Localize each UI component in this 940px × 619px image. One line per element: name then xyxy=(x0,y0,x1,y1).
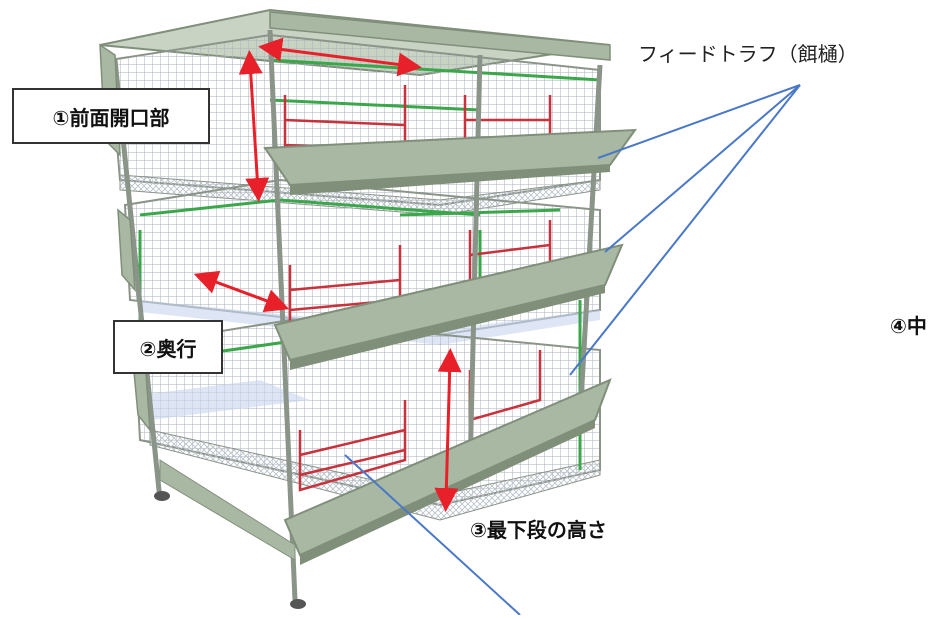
bottom-height-label: ③最下段の高さ xyxy=(470,518,607,542)
feed-trough-label: フィードトラフ（餌樋） xyxy=(638,42,858,66)
dimension-arrows xyxy=(193,37,462,512)
leader-lines xyxy=(344,84,801,616)
arrow-front-height xyxy=(238,50,270,202)
arrow-depth xyxy=(193,270,290,313)
feed-trough-middle xyxy=(117,208,624,370)
frame-posts xyxy=(112,29,603,601)
depth-label: ②奥行 xyxy=(113,320,223,374)
base-rail xyxy=(159,459,296,561)
arrow-bottom-height xyxy=(434,348,462,512)
center-partial-label: ④中 xyxy=(890,314,927,338)
arrow-front-width xyxy=(258,37,422,77)
front-opening-label: ①前面開口部 xyxy=(12,88,210,144)
